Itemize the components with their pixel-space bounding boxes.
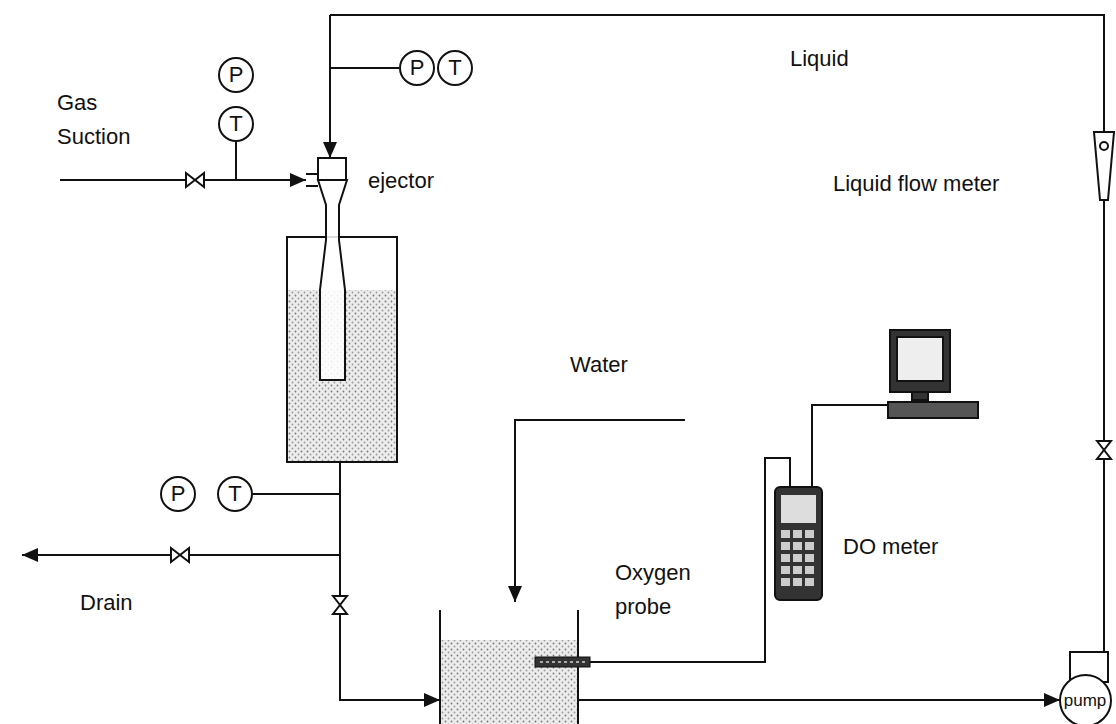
- ejector-body: [318, 180, 347, 380]
- valve: [171, 548, 189, 562]
- node-text: P: [410, 57, 425, 79]
- do-meter: [781, 542, 790, 550]
- valve: [186, 173, 204, 187]
- pipe: [60, 179, 306, 181]
- tank: [441, 640, 577, 724]
- oxygen-probe: [590, 458, 790, 662]
- flow-meter: [1094, 132, 1114, 200]
- computer: [890, 330, 950, 392]
- do-meter: [805, 554, 814, 562]
- pipe: [578, 699, 1060, 701]
- flow-meter: [1100, 142, 1108, 150]
- part-label: ejector: [368, 164, 434, 198]
- valve: [333, 596, 347, 614]
- pipe: [235, 142, 237, 180]
- do-meter: [781, 530, 814, 586]
- instrument-label: DO meter: [843, 530, 938, 564]
- ejector-body: [306, 174, 318, 186]
- pipe: [340, 462, 440, 700]
- computer: [888, 330, 978, 418]
- pipe: [22, 15, 1104, 700]
- part-label: Liquid flow meter: [833, 167, 999, 201]
- do-meter: [793, 542, 802, 550]
- ejector-body: [306, 158, 347, 380]
- valve: [1097, 441, 1111, 459]
- do-meter: [775, 487, 822, 600]
- node-text: T: [229, 113, 242, 135]
- pressure-gauge: P: [399, 50, 435, 86]
- outlet-label: Drain: [80, 586, 133, 620]
- do-meter: [793, 554, 802, 562]
- node-text: P: [229, 64, 244, 86]
- node-text: T: [228, 483, 241, 505]
- do-meter: [781, 495, 816, 523]
- do-meter: [781, 530, 790, 538]
- pipe: [253, 493, 340, 495]
- do-meter: [793, 578, 802, 586]
- do-meter: [775, 405, 888, 600]
- do-meter: [812, 405, 888, 487]
- temperature-gauge: T: [218, 106, 254, 142]
- flow-meter: [1094, 132, 1114, 200]
- do-meter: [781, 566, 790, 574]
- node-text: P: [171, 483, 186, 505]
- pipe: [330, 15, 1104, 652]
- valve: [171, 173, 1111, 614]
- do-meter: [805, 566, 814, 574]
- oxygen-probe: [540, 661, 586, 663]
- temperature-gauge: T: [217, 476, 253, 512]
- computer: [888, 402, 978, 418]
- do-meter: [781, 554, 790, 562]
- do-meter: [781, 578, 790, 586]
- computer: [897, 337, 943, 381]
- oxygen-probe: [535, 657, 590, 667]
- instrument-label: Oxygen probe: [615, 556, 707, 624]
- node-text: T: [448, 57, 461, 79]
- temperature-gauge: T: [437, 50, 473, 86]
- node-text: pump: [1064, 692, 1107, 709]
- stream-label: Liquid: [790, 42, 849, 76]
- do-meter: [805, 578, 814, 586]
- computer: [912, 392, 928, 400]
- do-meter: [793, 530, 802, 538]
- pipe: [330, 67, 399, 69]
- stream-label: Water: [570, 348, 628, 382]
- pressure-gauge: P: [218, 57, 254, 93]
- pump-symbol: pump: [1059, 674, 1112, 724]
- inlet-label: Gas Suction: [57, 86, 152, 154]
- ejector-body: [318, 158, 346, 180]
- do-meter: [805, 542, 814, 550]
- do-meter: [793, 566, 802, 574]
- oxygen-probe: [535, 458, 790, 667]
- do-meter: [805, 530, 814, 538]
- pipe: [329, 15, 331, 158]
- pressure-gauge: P: [160, 476, 196, 512]
